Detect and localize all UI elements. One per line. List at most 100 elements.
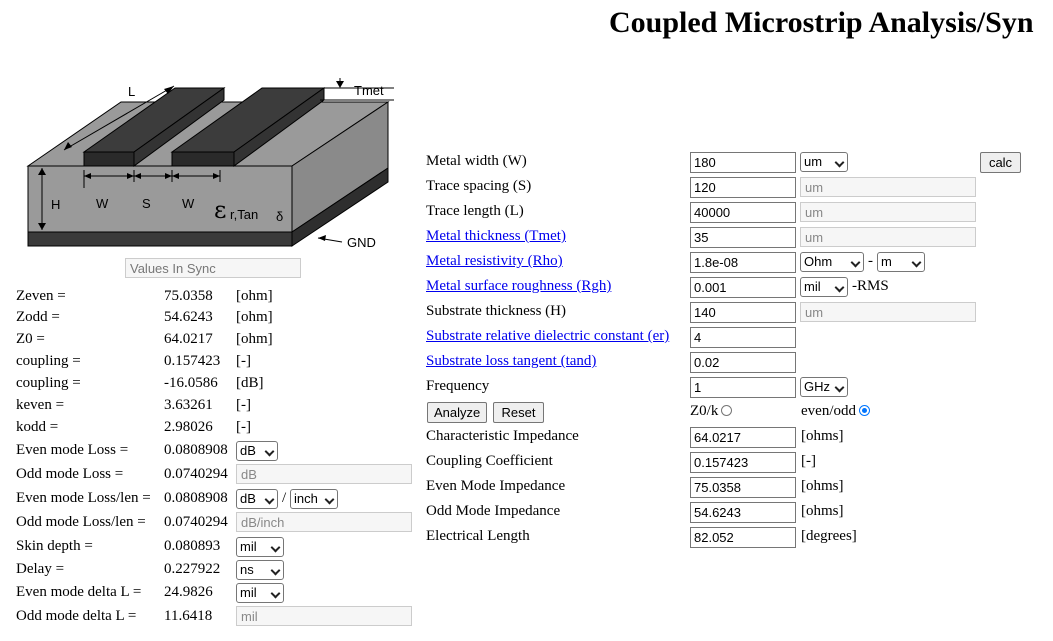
result-unit-select-2[interactable]: inch	[290, 489, 338, 509]
field-input[interactable]: 120	[690, 177, 796, 198]
radio-evenodd-button[interactable]	[858, 405, 870, 416]
analyze-button[interactable]: Analyze	[427, 402, 487, 423]
result-label: Odd mode Loss =	[16, 466, 124, 482]
field-unit-select[interactable]: Ohm	[800, 252, 864, 272]
field-label: Trace length (L)	[426, 203, 524, 219]
field-input[interactable]: 40000	[690, 202, 796, 223]
result-unit: [dB]	[236, 375, 264, 391]
page-title: Coupled Microstrip Analysis/Syn	[609, 6, 1034, 39]
field-unit-disabled: um	[800, 302, 976, 322]
diagram-label-delta: δ	[276, 209, 283, 224]
sync-status-field: Values In Sync	[125, 258, 301, 278]
output-label: Coupling Coefficient	[426, 453, 553, 469]
field-input[interactable]: 0.02	[690, 352, 796, 373]
result-label: Even mode Loss/len =	[16, 490, 151, 506]
result-unit-disabled: dB/inch	[236, 512, 412, 532]
result-unit-disabled: mil	[236, 606, 412, 626]
field-input[interactable]: 0.001	[690, 277, 796, 298]
field-unit-disabled: um	[800, 177, 976, 197]
result-value: 0.0740294	[164, 514, 228, 530]
field-input[interactable]: 140	[690, 302, 796, 323]
result-value: -16.0586	[164, 375, 218, 391]
radio-z0k-button[interactable]	[721, 405, 733, 416]
reset-button[interactable]: Reset	[493, 402, 544, 423]
result-unit: [-]	[236, 397, 251, 413]
output-unit: [-]	[801, 453, 816, 469]
result-value: 24.9826	[164, 584, 213, 600]
result-unit: [ohm]	[236, 309, 273, 325]
result-unit-select[interactable]: ns	[236, 560, 284, 580]
result-unit-select[interactable]: dB	[236, 441, 278, 461]
radio-evenodd[interactable]: even/odd	[801, 403, 870, 420]
result-label: coupling =	[16, 353, 81, 369]
result-unit-select[interactable]: mil	[236, 583, 284, 603]
radio-z0k[interactable]: Z0/k	[690, 403, 733, 420]
result-value: 0.227922	[164, 561, 221, 577]
result-value: 64.0217	[164, 331, 213, 347]
result-label: keven =	[16, 397, 65, 413]
diagram-label-er-sub: r,Tan	[230, 207, 258, 222]
result-value: 0.0740294	[164, 466, 228, 482]
result-unit-select[interactable]: dB	[236, 489, 278, 509]
result-label: Odd mode Loss/len =	[16, 514, 146, 530]
diagram-label-gnd: GND	[347, 235, 376, 250]
radio-evenodd-label: even/odd	[801, 403, 856, 419]
field-unit-select[interactable]: GHz	[800, 377, 848, 397]
field-label: Substrate thickness (H)	[426, 303, 566, 319]
output-unit: [ohms]	[801, 503, 844, 519]
result-value: 0.080893	[164, 538, 221, 554]
result-value: 11.6418	[164, 608, 213, 624]
field-unit-select-2[interactable]: m	[877, 252, 925, 272]
output-label: Electrical Length	[426, 528, 530, 544]
result-label: Zeven =	[16, 288, 66, 304]
result-unit-select[interactable]: mil	[236, 537, 284, 557]
output-value[interactable]: 82.052	[690, 527, 796, 548]
result-unit: [ohm]	[236, 288, 273, 304]
result-label: Skin depth =	[16, 538, 93, 554]
unit-separator: -	[868, 253, 873, 269]
field-label: Frequency	[426, 378, 490, 394]
radio-z0k-label: Z0/k	[690, 403, 719, 419]
field-label[interactable]: Metal resistivity (Rho)	[426, 253, 563, 269]
field-unit-select[interactable]: mil	[800, 277, 848, 297]
result-value: 0.0808908	[164, 490, 228, 506]
diagram-label-er: ε	[214, 196, 226, 224]
coupled-microstrip-diagram: L Tmet H W S W ε r,Tan δ GND	[26, 78, 394, 250]
output-label: Odd Mode Impedance	[426, 503, 561, 519]
field-input[interactable]: 35	[690, 227, 796, 248]
result-value: 75.0358	[164, 288, 213, 304]
result-unit: [-]	[236, 353, 251, 369]
diagram-label-L: L	[128, 84, 135, 99]
result-value: 0.157423	[164, 353, 221, 369]
field-label[interactable]: Metal thickness (Tmet)	[426, 228, 566, 244]
diagram-label-H: H	[51, 197, 60, 212]
output-unit: [ohms]	[801, 478, 844, 494]
diagram-label-S: S	[142, 196, 151, 211]
field-label[interactable]: Substrate relative dielectric constant (…	[426, 328, 670, 344]
output-unit: [degrees]	[801, 528, 857, 544]
result-value: 3.63261	[164, 397, 213, 413]
field-input[interactable]: 1	[690, 377, 796, 398]
result-label: Delay =	[16, 561, 65, 577]
calc-button[interactable]: calc	[980, 152, 1021, 173]
unit-separator: /	[282, 490, 287, 506]
output-value[interactable]: 54.6243	[690, 502, 796, 523]
field-input[interactable]: 1.8e-08	[690, 252, 796, 273]
result-value: 2.98026	[164, 419, 213, 435]
field-input[interactable]: 4	[690, 327, 796, 348]
field-label[interactable]: Metal surface roughness (Rgh)	[426, 278, 612, 294]
field-input[interactable]: 180	[690, 152, 796, 173]
field-unit-select[interactable]: um	[800, 152, 848, 172]
result-label: Z0 =	[16, 331, 45, 347]
field-label[interactable]: Substrate loss tangent (tand)	[426, 353, 597, 369]
result-label: Zodd =	[16, 309, 60, 325]
result-label: Even mode Loss =	[16, 442, 129, 458]
output-value[interactable]: 75.0358	[690, 477, 796, 498]
diagram-label-W2: W	[182, 196, 195, 211]
field-label: Metal width (W)	[426, 153, 527, 169]
result-unit: [ohm]	[236, 331, 273, 347]
result-value: 0.0808908	[164, 442, 228, 458]
field-unit-disabled: um	[800, 202, 976, 222]
output-value[interactable]: 0.157423	[690, 452, 796, 473]
output-value[interactable]: 64.0217	[690, 427, 796, 448]
